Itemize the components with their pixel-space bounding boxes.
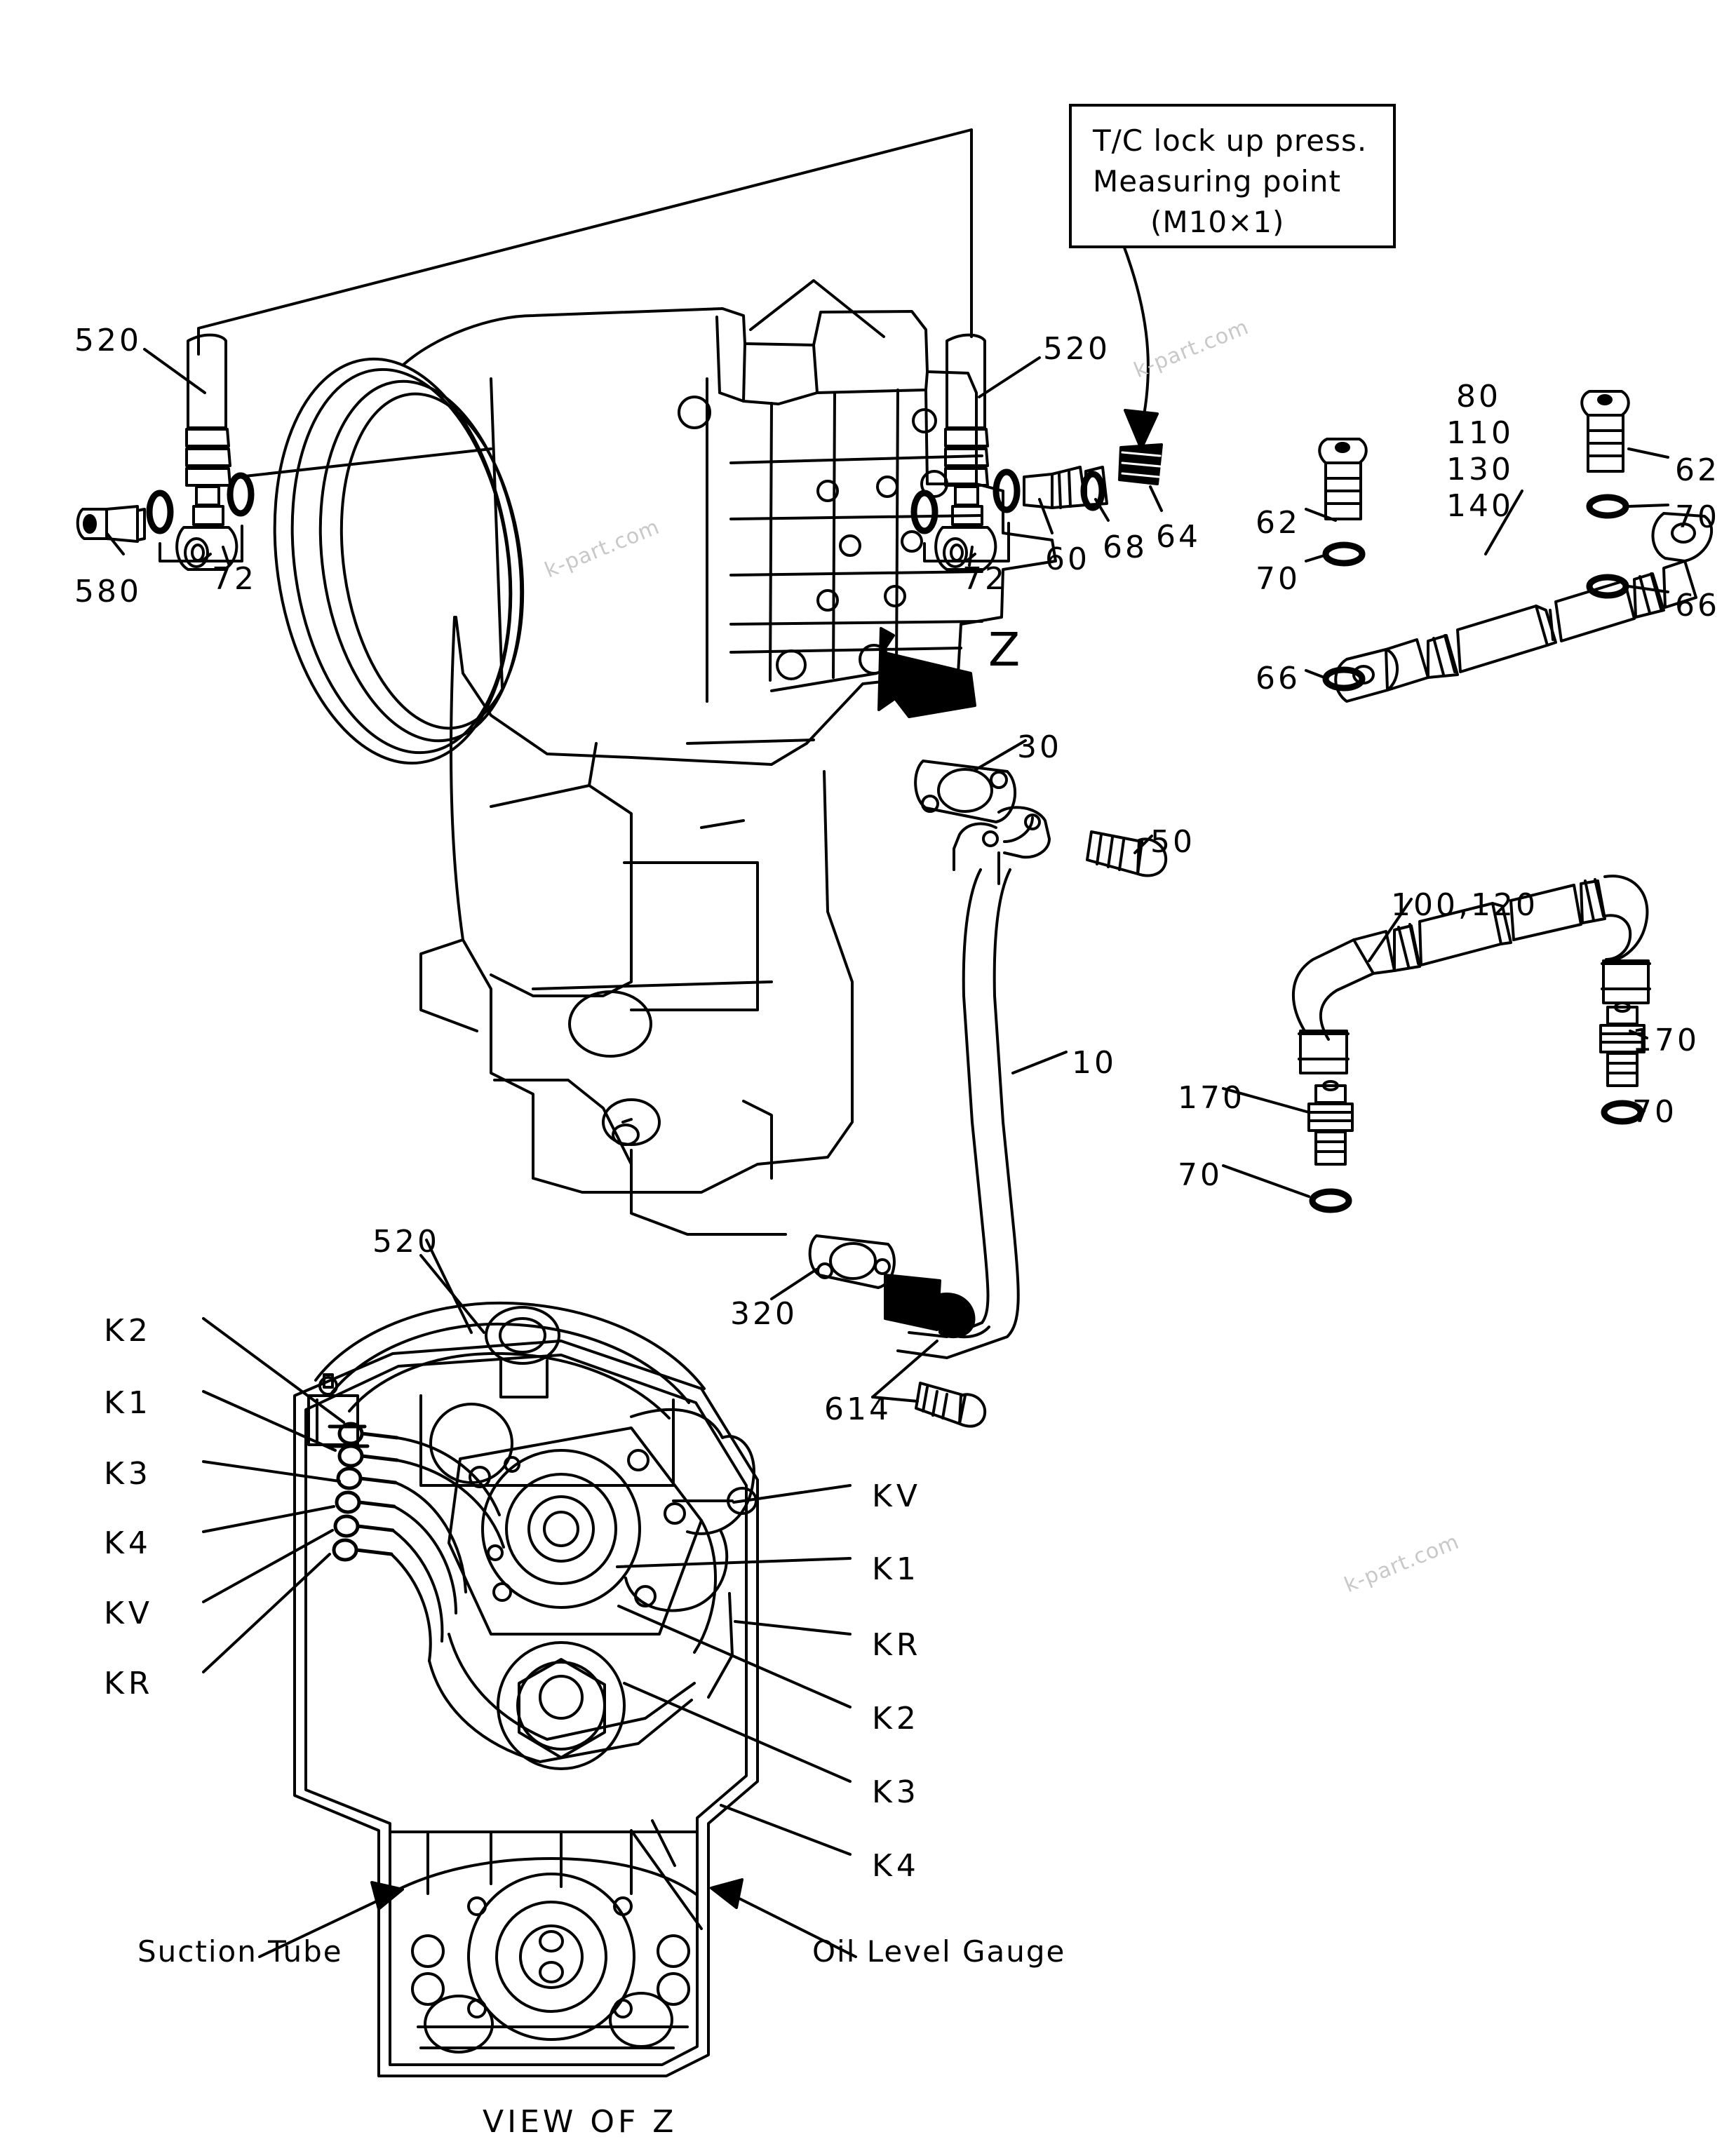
part-70-washer-lowleft [1309, 1188, 1352, 1213]
hose-100-120 [1291, 875, 1651, 1074]
measuring-point-callout-box: T/C lock up press. Measuring point (M10×… [1069, 104, 1396, 248]
part-520-tube-left [175, 333, 238, 571]
leaders-view-z-left [202, 1317, 345, 1673]
part-72-washers-right [910, 468, 1021, 562]
port-code-right-k4: K4 [872, 1848, 920, 1884]
view-of-z-assembly [293, 1301, 759, 2077]
port-code-right-k3: K3 [872, 1774, 920, 1810]
port-code-left-k4: K4 [104, 1525, 152, 1561]
callout-10: 10 [1072, 1045, 1117, 1081]
part-30-gasket [914, 760, 1017, 823]
callout-70: 70 [1632, 1094, 1677, 1130]
suction-tube-label: Suction Tube [137, 1934, 343, 1969]
callout-320: 320 [730, 1296, 798, 1332]
part-50-bolt [1086, 830, 1168, 877]
callout-72: 72 [212, 561, 257, 597]
port-code-right-kr: KR [872, 1627, 922, 1663]
view-of-z-caption: VIEW OF Z [483, 2104, 678, 2140]
leaders-right-hose [1305, 447, 1669, 679]
part-520-tube-right [934, 333, 997, 571]
leader-520-lower [419, 1254, 485, 1334]
callout-80: 80 [1456, 379, 1501, 414]
callout-50: 50 [1150, 824, 1195, 860]
callout-70: 70 [1256, 561, 1300, 597]
part-614-bolt [915, 1382, 987, 1428]
part-10-tube [896, 806, 1051, 1359]
callout-line-1: T/C lock up press. [1093, 123, 1368, 158]
transmission-housing [273, 307, 1057, 1236]
elbow-fitting-lower [884, 1274, 990, 1339]
callout-72: 72 [962, 561, 1007, 597]
part-170-fitting-right [1599, 1002, 1646, 1087]
callout-580: 580 [74, 574, 142, 609]
callout-520: 520 [372, 1224, 440, 1260]
part-320-gasket [808, 1234, 896, 1289]
callout-130: 130 [1446, 452, 1514, 487]
callout-70: 70 [1178, 1157, 1223, 1193]
view-direction-arrow [877, 627, 976, 718]
callout-170: 170 [1178, 1080, 1245, 1116]
part-66-washer-left [1322, 666, 1366, 692]
leader-z-arrow [770, 672, 878, 692]
top-routing-lines [197, 128, 973, 356]
callout-line-2: Measuring point [1093, 164, 1341, 198]
port-code-left-k3: K3 [104, 1456, 152, 1492]
leaders-view-z-right [616, 1484, 852, 1856]
callout-leader [1121, 241, 1150, 431]
part-62-bolt-right [1580, 390, 1630, 473]
leader-suction-tube [258, 1881, 404, 1958]
port-code-left-kv: KV [104, 1596, 154, 1631]
part-66-washer-right [1586, 574, 1629, 599]
part-70-washer-lowright [1601, 1100, 1644, 1125]
port-code-right-k1: K1 [872, 1551, 920, 1587]
part-580-bolt [76, 505, 146, 543]
view-direction-label: Z [988, 623, 1022, 677]
leader-lines-upper [105, 348, 1648, 1403]
callout-60: 60 [1045, 541, 1090, 577]
callout-62: 62 [1256, 505, 1300, 541]
callout-70: 70 [1675, 499, 1720, 535]
callout-62: 62 [1675, 452, 1720, 488]
callout-100-120: 100,120 [1391, 887, 1538, 923]
callout-68: 68 [1103, 530, 1148, 565]
callout-110: 110 [1446, 415, 1514, 451]
part-70-washer-left [1322, 541, 1366, 567]
part-170-fitting-left [1307, 1080, 1354, 1166]
oil-level-gauge-label: Oil Level Gauge [812, 1934, 1066, 1969]
leader-oil-level-gauge [710, 1878, 857, 1958]
port-code-left-k2: K2 [104, 1313, 152, 1349]
part-62-bolt-left [1318, 438, 1368, 520]
port-code-right-k2: K2 [872, 1701, 920, 1737]
callout-66: 66 [1675, 588, 1720, 623]
callout-170: 170 [1632, 1023, 1700, 1058]
callout-30: 30 [1017, 729, 1062, 765]
callout-64: 64 [1156, 519, 1201, 555]
callout-614: 614 [824, 1391, 891, 1427]
callout-520: 520 [1043, 331, 1110, 367]
port-code-left-kr: KR [104, 1666, 154, 1701]
callout-140: 140 [1446, 488, 1514, 524]
part-70-washer-right [1586, 494, 1629, 519]
port-code-left-k1: K1 [104, 1385, 152, 1421]
part-68-washer [1080, 471, 1105, 511]
hose-80-110-130-140 [1334, 512, 1713, 703]
part-64-fitting [1118, 443, 1163, 485]
callout-line-3: (M10×1) [1150, 205, 1285, 239]
callout-66: 66 [1256, 661, 1300, 696]
callout-520: 520 [74, 323, 142, 358]
port-code-right-kv: KV [872, 1478, 922, 1514]
